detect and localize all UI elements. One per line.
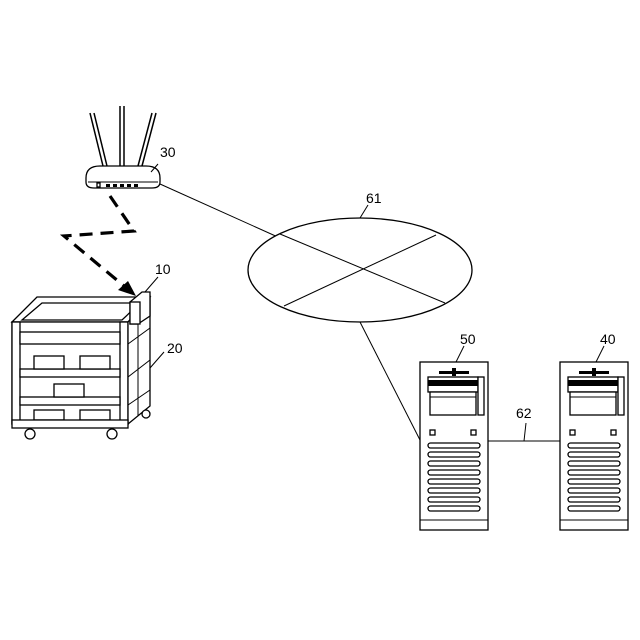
network-ref-label: 61: [366, 190, 382, 206]
server-left-ref-label: 50: [460, 331, 476, 347]
router-ref-label: 30: [160, 144, 176, 160]
cart-ref-label: 20: [167, 340, 183, 356]
wireless-link: [64, 196, 136, 296]
link-ref-label: 62: [516, 405, 532, 421]
arrow-head-icon: [118, 281, 136, 296]
server-50: [420, 346, 488, 530]
tag-device: [130, 277, 158, 324]
network-server-link: [360, 322, 420, 440]
network-cloud: [248, 205, 472, 322]
tag-ref-label: 10: [155, 261, 171, 277]
wireless-router: [86, 106, 160, 188]
server-40: [560, 346, 628, 530]
router-network-link: [160, 184, 280, 238]
server-right-ref-label: 40: [600, 331, 616, 347]
